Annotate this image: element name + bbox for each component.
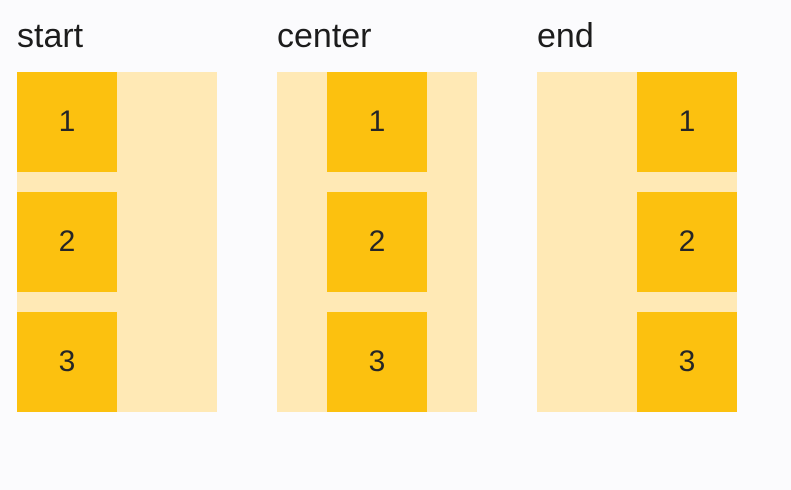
- alignment-container: 1 2 3: [277, 72, 477, 412]
- column-label: end: [537, 17, 594, 55]
- alignment-container: 1 2 3: [537, 72, 737, 412]
- grid-item: 2: [637, 192, 737, 292]
- alignment-column-start: start 1 2 3: [17, 14, 217, 412]
- grid-item: 1: [17, 72, 117, 172]
- alignment-column-end: end 1 2 3: [537, 14, 737, 412]
- grid-item: 3: [327, 312, 427, 412]
- alignment-container: 1 2 3: [17, 72, 217, 412]
- alignment-demo-figure: start 1 2 3 center 1 2 3 end 1 2 3: [17, 14, 791, 412]
- columns-row: start 1 2 3 center 1 2 3 end 1 2 3: [17, 14, 791, 412]
- grid-item: 2: [327, 192, 427, 292]
- grid-item: 3: [17, 312, 117, 412]
- column-label: start: [17, 17, 84, 55]
- grid-item: 1: [327, 72, 427, 172]
- column-label: center: [277, 17, 372, 55]
- grid-item: 3: [637, 312, 737, 412]
- grid-item: 1: [637, 72, 737, 172]
- grid-item: 2: [17, 192, 117, 292]
- alignment-column-center: center 1 2 3: [277, 14, 477, 412]
